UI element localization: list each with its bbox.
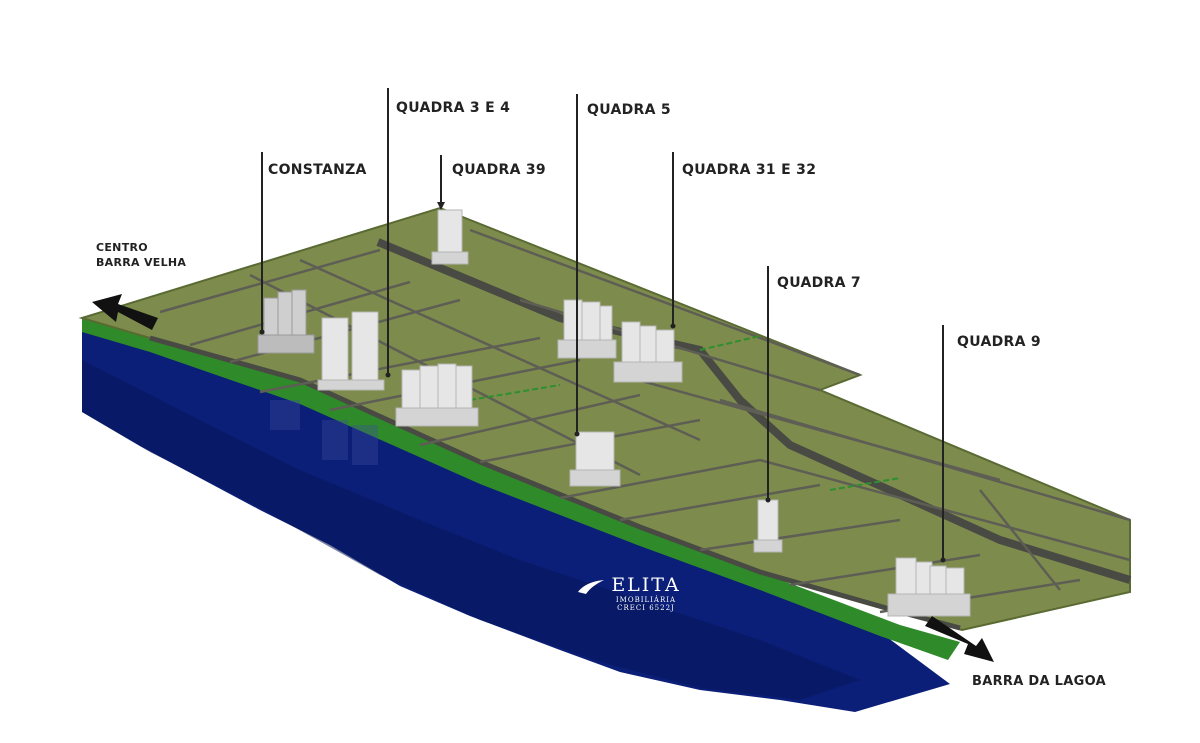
- label-quadra-9: QUADRA 9: [957, 334, 1041, 350]
- elita-logo: ELITA IMOBILIÁRIA CRECI 6522J: [576, 574, 696, 612]
- ocean: [82, 320, 950, 712]
- beach-strip: [82, 318, 960, 660]
- building-quadra-7: [753, 499, 783, 553]
- building-reflections: [270, 400, 378, 465]
- label-barra-da-lagoa: BARRA DA LAGOA: [972, 674, 1106, 689]
- label-quadra-31-e-32: QUADRA 31 E 32: [682, 162, 817, 178]
- logo-subtitle: IMOBILIÁRIA: [615, 596, 677, 604]
- elita-logo-mark-icon: [578, 580, 604, 594]
- label-centro: CENTRO: [96, 241, 148, 254]
- ocean-shade: [82, 360, 860, 700]
- logo-name: ELITA: [611, 574, 681, 596]
- building-constanza: [257, 289, 315, 354]
- pointer-lines: [261, 88, 944, 560]
- label-quadra-7: QUADRA 7: [777, 275, 861, 291]
- pointer-tips: [259, 202, 946, 563]
- main-avenue: [376, 238, 1132, 584]
- building-quadra-5-north: [557, 299, 617, 359]
- building-quadra-3-e-4: [317, 311, 385, 391]
- building-quadra-39: [431, 209, 469, 265]
- building-quadra-31-e-32: [613, 321, 683, 383]
- logo-creci: CRECI 6522J: [617, 604, 675, 612]
- arrow-right-icon: [925, 616, 994, 662]
- label-quadra-39: QUADRA 39: [452, 162, 546, 178]
- label-constanza: CONSTANZA: [268, 162, 367, 178]
- label-quadra-3-e-4: QUADRA 3 E 4: [396, 100, 511, 116]
- building-quadra-3-e-4-block: [395, 363, 479, 427]
- building-quadra-5: [569, 431, 621, 487]
- green-paths: [469, 335, 901, 491]
- label-quadra-5: QUADRA 5: [587, 102, 671, 118]
- label-barra-velha: BARRA VELHA: [96, 256, 187, 269]
- arrow-left-icon: [92, 294, 158, 330]
- label-centro-barra-velha: CENTRO BARRA VELHA: [96, 240, 216, 270]
- building-quadra-9: [887, 557, 971, 617]
